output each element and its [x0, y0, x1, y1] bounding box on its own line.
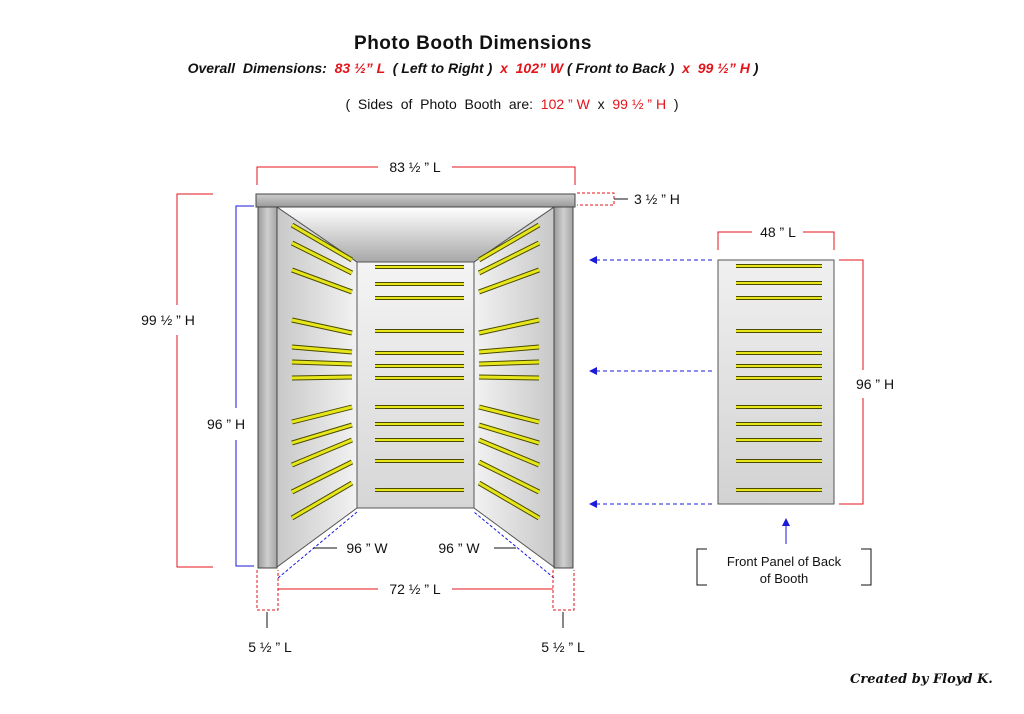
slat: [478, 423, 540, 445]
back-wall-slats: [375, 265, 464, 492]
slat: [478, 438, 540, 467]
slat: [291, 360, 353, 366]
dim-panel-height-bottom: [839, 398, 864, 505]
right-post: [553, 204, 574, 569]
label-front-panel-line2: of Booth: [760, 571, 808, 586]
dim-total-height-bottom: [176, 335, 213, 568]
label-front-panel-line1: Front Panel of Back: [727, 554, 842, 569]
left-post: [257, 204, 278, 569]
slat: [291, 375, 353, 380]
dim-post-right-box: [552, 570, 575, 611]
slat: [478, 345, 540, 354]
front-panel-view: [717, 259, 835, 505]
slat: [291, 268, 353, 294]
label-panel-height: 96 ” H: [856, 376, 894, 392]
dim-inner-height-top: [235, 205, 254, 408]
diagram-title: Photo Booth Dimensions: [354, 33, 592, 54]
sides-width: 102 ” W: [540, 96, 590, 112]
label-left-wall-width: 96 ” W: [346, 540, 388, 556]
slat: [291, 481, 353, 520]
dim-cap-line: [577, 192, 615, 206]
overall-close: ): [749, 60, 759, 76]
slat: [478, 241, 540, 275]
dim-top-length-line-right: [452, 166, 576, 185]
slat: [291, 438, 353, 467]
slat: [291, 423, 353, 445]
label-bracket-right: [861, 548, 872, 586]
label-cap-height: 3 ½ ” H: [634, 191, 680, 207]
dim-inner-height-bottom: [235, 440, 254, 567]
label-bracket-left: [696, 548, 707, 586]
overall-length: 83 ½” L: [334, 60, 385, 76]
overall-times-2: x: [678, 60, 694, 76]
arrow-mid-head: [589, 367, 597, 375]
overall-width-note: ( Front to Back ): [563, 60, 679, 76]
slat: [478, 318, 540, 335]
sides-sep: x: [589, 96, 613, 112]
left-wall-slats: [290, 222, 354, 521]
overall-height: 99 ½” H: [693, 60, 750, 76]
label-total-height: 99 ½ ” H: [141, 312, 195, 328]
label-top-length: 83 ½ ” L: [389, 159, 441, 175]
slat: [478, 223, 540, 262]
slat: [291, 241, 353, 275]
slat: [478, 405, 540, 424]
credit-signature: Created by Floyd K.: [850, 672, 993, 687]
slat: [478, 481, 540, 520]
back-wall: [356, 261, 475, 509]
overall-times-1: x: [500, 60, 508, 76]
dim-left-wall-dash: [277, 511, 358, 579]
label-post-left: 5 ½ ” L: [248, 639, 292, 655]
right-wall-slats: [477, 222, 541, 521]
label-panel-length: 48 ” L: [760, 224, 796, 240]
sides-suffix: ): [666, 96, 679, 112]
sides-height: 99 ½ ” H: [612, 96, 667, 112]
label-right-wall-width: 96 ” W: [438, 540, 480, 556]
slat: [291, 318, 353, 335]
overall-length-note: ( Left to Right ): [384, 60, 501, 76]
sides-prefix: ( Sides of Photo Booth are:: [345, 96, 541, 112]
slat: [291, 223, 353, 262]
overall-label: Overall Dimensions:: [187, 60, 335, 76]
top-cap: [255, 193, 576, 208]
label-post-right: 5 ½ ” L: [541, 639, 585, 655]
label-inner-length: 72 ½ ” L: [389, 581, 441, 597]
arrow-top-head: [589, 256, 597, 264]
arrow-bottom-head: [589, 500, 597, 508]
slat: [478, 375, 540, 380]
slat: [478, 360, 540, 366]
arrow-up-head: [782, 518, 790, 526]
dim-total-height-top: [176, 193, 213, 305]
overall-width: 102” W: [507, 60, 564, 76]
booth-front-view: [255, 193, 576, 569]
front-panel-slats: [736, 264, 822, 492]
sides-dimensions: ( Sides of Photo Booth are: 102 ” W x 99…: [0, 96, 1024, 112]
overall-dimensions: Overall Dimensions: 83 ½” L ( Left to Ri…: [0, 60, 946, 76]
slat: [291, 345, 353, 354]
slat: [291, 405, 353, 424]
right-wall: [473, 206, 555, 568]
dim-panel-length-left: [717, 231, 752, 250]
label-inner-height: 96 ” H: [207, 416, 245, 432]
dim-panel-height-top: [839, 259, 864, 370]
dim-post-left-box: [256, 570, 279, 611]
dim-top-length-line: [256, 166, 378, 185]
dim-panel-length-right: [803, 231, 835, 250]
slat: [291, 460, 353, 494]
slat: [478, 268, 540, 294]
dim-right-wall-dash: [473, 511, 555, 579]
left-wall: [276, 206, 358, 568]
front-panel: [717, 259, 835, 505]
slat: [478, 460, 540, 494]
